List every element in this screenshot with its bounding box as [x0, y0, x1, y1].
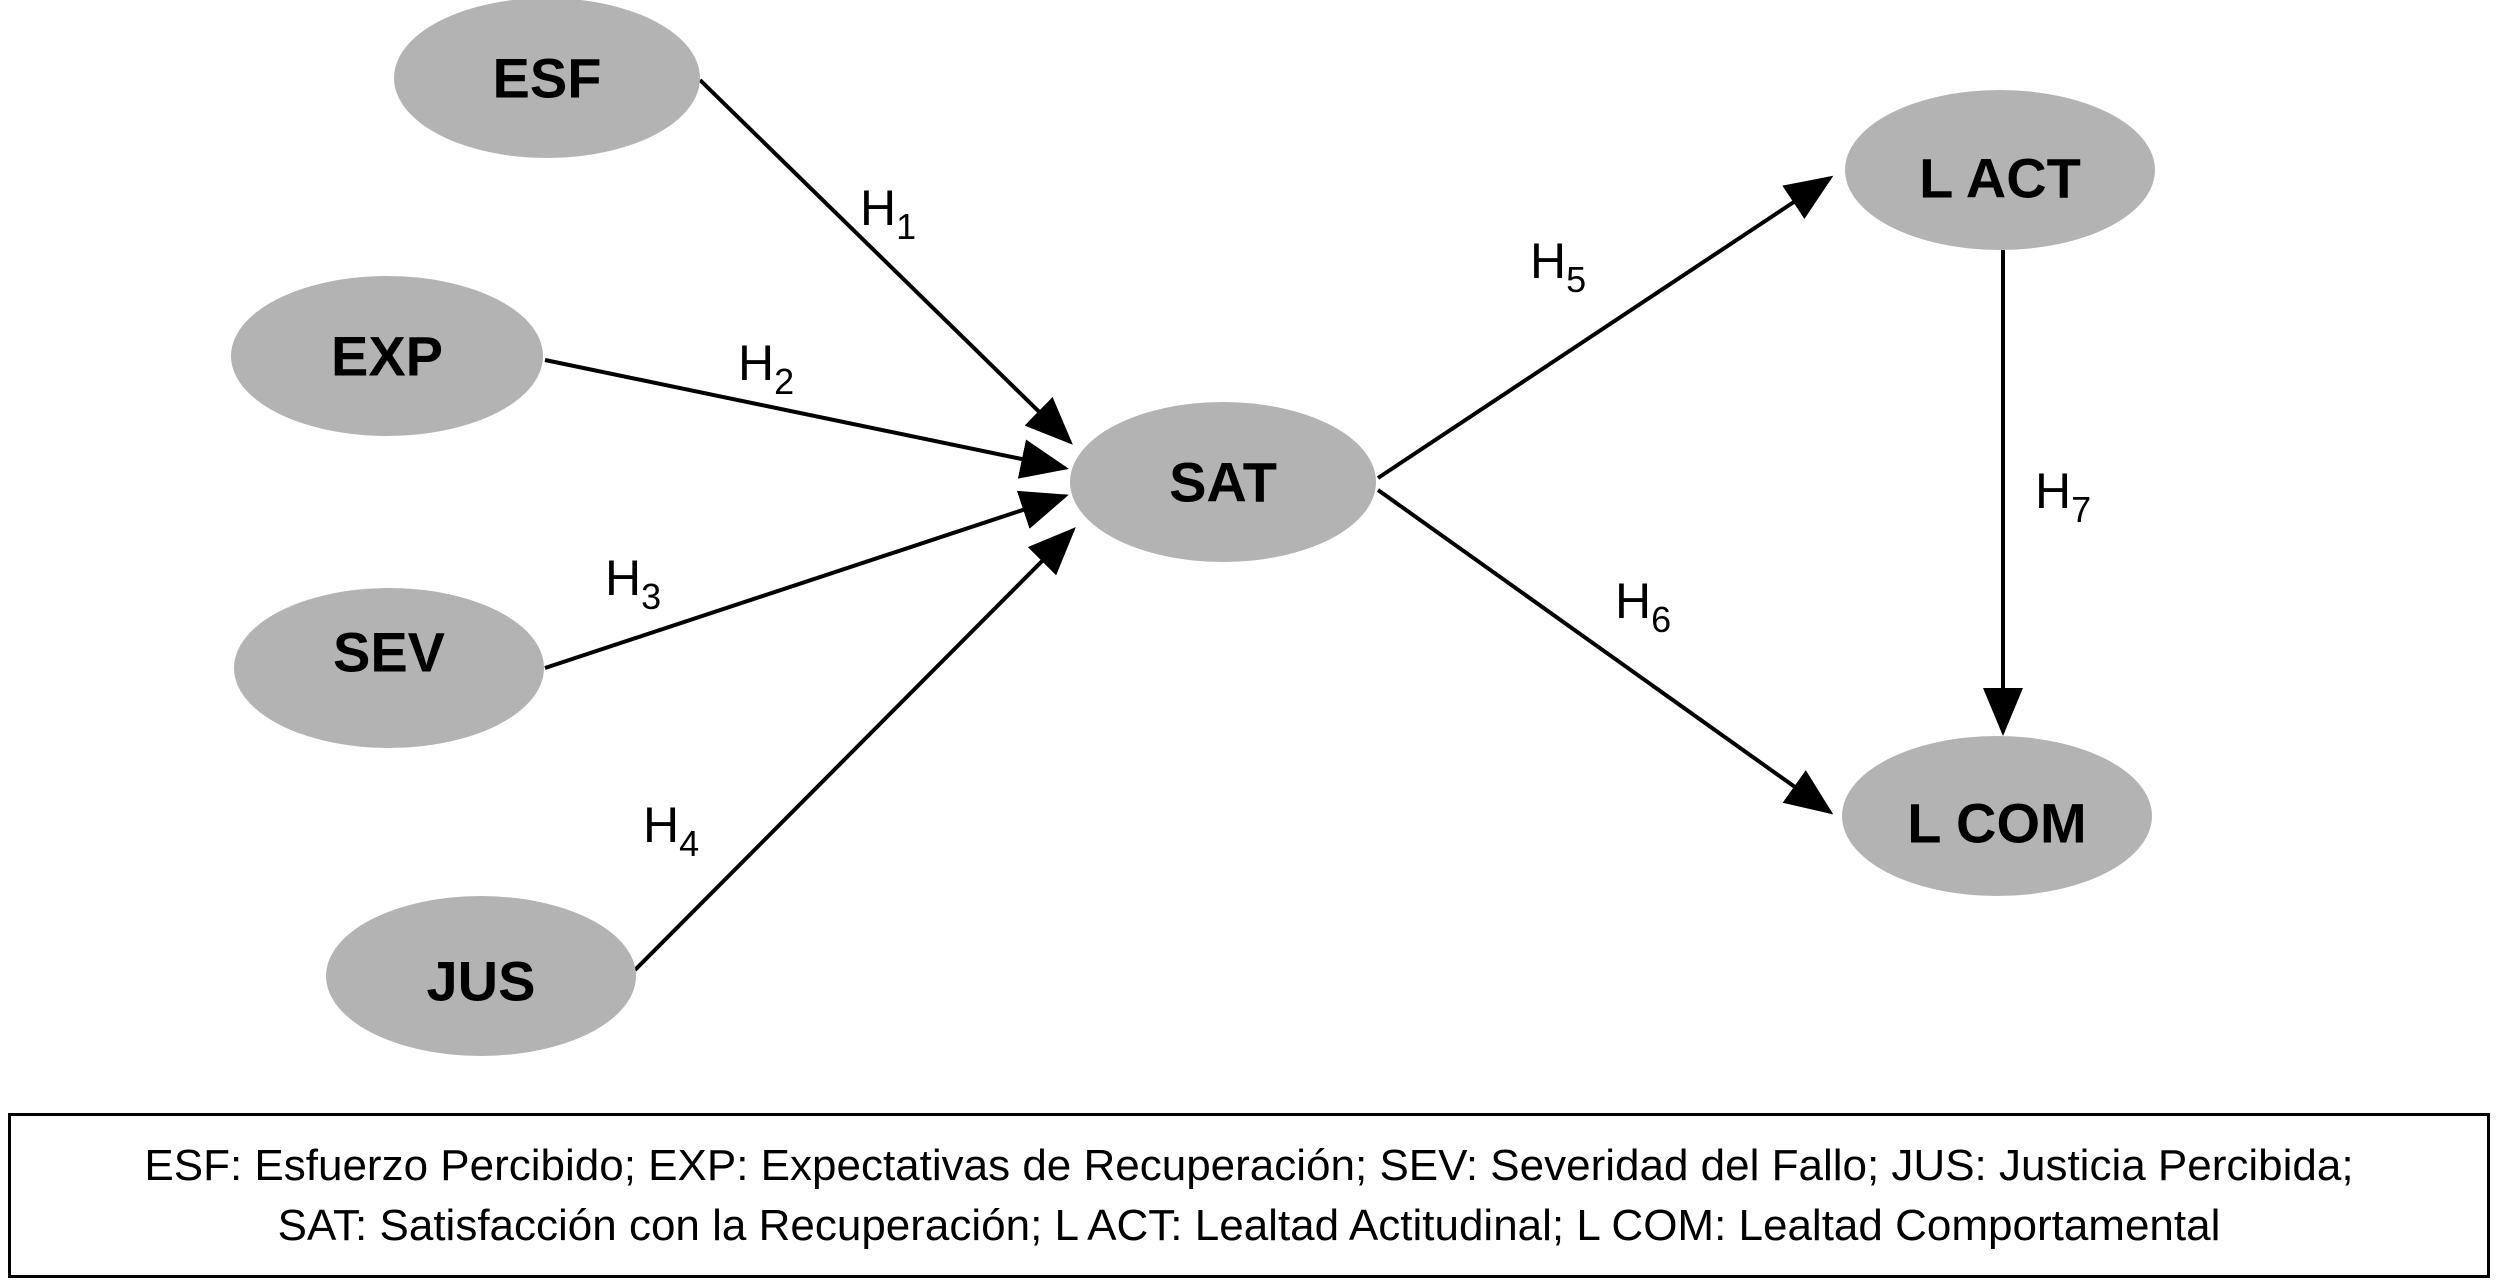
node-label-jus: JUS — [427, 950, 536, 1013]
edge-h4: H4 — [633, 527, 1076, 972]
node-label-lact: L ACT — [1919, 147, 2081, 210]
edge-h1: H1 — [698, 78, 1073, 445]
edge-label-h3: H3 — [605, 550, 661, 617]
edge-label-h2: H2 — [738, 335, 794, 402]
edge-h2: H2 — [544, 335, 1069, 479]
edge-label-h6: H6 — [1615, 573, 1671, 640]
node-jus: JUS — [326, 896, 636, 1056]
node-lcom: L COM — [1842, 736, 2152, 896]
edge-label-h7: H7 — [2035, 463, 2091, 530]
legend-box: ESF: Esfuerzo Percibido; EXP: Expectativ… — [8, 1113, 2490, 1278]
edge-h6: H6 — [1376, 488, 1834, 815]
node-esf: ESF — [394, 0, 700, 158]
hypothesis-path-diagram: H1 H2 H3 H4 H5 H6 H7 ESF EXP SEV JUS — [231, 0, 2155, 1056]
node-label-exp: EXP — [331, 325, 443, 388]
edge-label-h1: H1 — [860, 180, 916, 247]
node-label-esf: ESF — [493, 47, 602, 110]
edge-h7: H7 — [1983, 250, 2091, 736]
node-label-sev: SEV — [333, 621, 445, 684]
edge-label-h5: H5 — [1530, 233, 1586, 300]
node-label-sat: SAT — [1169, 451, 1277, 514]
node-lact: L ACT — [1845, 90, 2155, 250]
node-sev: SEV — [234, 588, 544, 748]
edge-label-h4: H4 — [643, 797, 699, 864]
legend-line-1: ESF: Esfuerzo Percibido; EXP: Expectativ… — [144, 1140, 2354, 1190]
node-exp: EXP — [231, 276, 543, 436]
edge-h3: H3 — [544, 490, 1069, 670]
node-label-lcom: L COM — [1907, 792, 2086, 855]
edge-h5: H5 — [1376, 175, 1834, 480]
legend-line-2: SAT: Satisfacción con la Recuperación; L… — [277, 1200, 2221, 1250]
node-sat: SAT — [1070, 402, 1376, 562]
